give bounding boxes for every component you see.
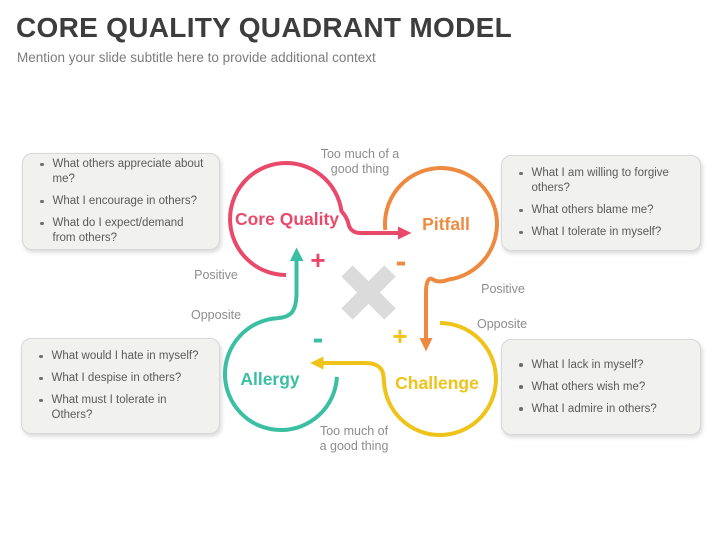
bullet-icon [39, 398, 43, 402]
bullet-icon [519, 171, 523, 175]
bullet-icon [519, 230, 523, 234]
bullet-icon [519, 407, 523, 411]
bullet-icon [39, 354, 43, 358]
note-box-allergy: What would I hate in myself? What I desp… [21, 338, 220, 434]
relation-right-line1: Positive [481, 282, 525, 296]
relation-left-line2: Opposite [191, 308, 241, 322]
relation-bottom-line2: a good thing [320, 439, 389, 453]
note-text: What others blame me? [531, 204, 654, 216]
allergy-sign: - [313, 320, 324, 356]
note-item: What do I expect/demand from others? [40, 216, 207, 246]
note-item: What I despise in others? [39, 371, 207, 386]
note-text: What would I hate in myself? [51, 350, 199, 362]
note-item: What others appreciate about me? [40, 157, 207, 187]
challenge-loop [310, 321, 498, 437]
note-box-pitfall: What I am willing to forgive others? Wha… [501, 155, 701, 251]
page-subtitle: Mention your slide subtitle here to prov… [17, 50, 376, 65]
note-item: What I tolerate in myself? [519, 225, 688, 240]
bullet-icon [519, 363, 523, 367]
bullet-icon [40, 221, 44, 225]
arrow-to-challenge-icon [419, 338, 433, 352]
bullet-icon [519, 385, 523, 389]
note-item: What I encourage in others? [40, 194, 207, 209]
bullet-icon [40, 162, 44, 166]
note-item: What others blame me? [519, 203, 688, 218]
cross-arrows-icon [341, 263, 396, 322]
challenge-label: Challenge [395, 373, 479, 393]
note-text: What must I tolerate in Others? [51, 394, 167, 421]
bullet-icon [39, 376, 43, 380]
arrow-to-pitfall-icon [398, 226, 412, 240]
note-text: What I tolerate in myself? [531, 226, 662, 238]
note-text: What I lack in myself? [531, 358, 644, 371]
note-text: What I encourage in others? [52, 195, 197, 207]
core-quality-label: Core Quality [235, 209, 339, 229]
note-item: What I lack in myself? [519, 358, 688, 373]
note-text: What I despise in others? [51, 372, 182, 384]
note-box-core-quality: What others appreciate about me? What I … [22, 153, 220, 250]
note-text: What I admire in others? [531, 402, 657, 415]
relation-top-line2: good thing [331, 162, 389, 176]
note-item: What others wish me? [519, 380, 688, 395]
note-item: What would I hate in myself? [39, 349, 207, 364]
allergy-loop [222, 247, 339, 433]
relation-top-line1: Too much of a [321, 147, 400, 161]
page-title: CORE QUALITY QUADRANT MODEL [16, 12, 513, 43]
note-text: What I am willing to forgive others? [531, 167, 669, 194]
arrow-to-allergy-icon [310, 356, 324, 370]
pitfall-label: Pitfall [422, 214, 470, 234]
bullet-icon [519, 208, 523, 212]
note-item: What I admire in others? [519, 402, 688, 417]
quadrant-diagram: Core Quality Pitfall Allergy Challenge +… [191, 147, 527, 453]
note-text: What others appreciate about me? [52, 158, 204, 185]
note-text: What others wish me? [531, 380, 646, 393]
arrow-to-core-quality-icon [290, 247, 304, 261]
note-item: What I am willing to forgive others? [519, 166, 688, 196]
pitfall-sign: - [396, 243, 407, 279]
allergy-label: Allergy [240, 369, 300, 389]
note-text: What do I expect/demand from others? [52, 217, 184, 244]
core-quality-sign: + [310, 245, 325, 275]
bullet-icon [40, 199, 44, 203]
relation-right-line2: Opposite [477, 317, 527, 331]
relation-bottom-line1: Too much of [320, 424, 389, 438]
relation-left-line1: Positive [194, 268, 238, 282]
note-item: What must I tolerate in Others? [39, 393, 207, 423]
challenge-sign: + [392, 321, 407, 351]
core-quality-loop [228, 161, 412, 277]
pitfall-loop [382, 166, 499, 352]
note-box-challenge: What I lack in myself? What others wish … [501, 339, 701, 435]
